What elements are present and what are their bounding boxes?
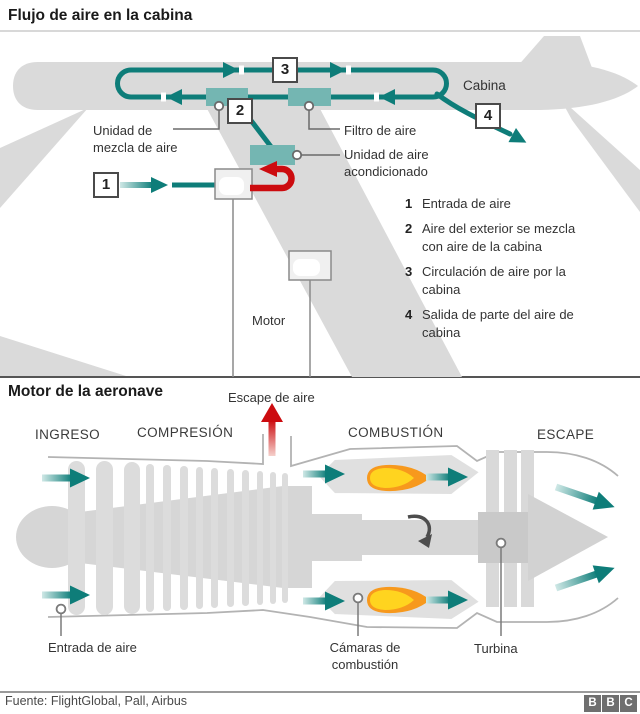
shaft-step [310,514,362,561]
exhaust-cone [528,494,608,581]
callout-dots [213,100,315,161]
top-section-title: Flujo de aire en la cabina [8,7,193,24]
badge-4: 4 [475,103,501,129]
engine-pylon-lines [232,198,311,377]
engine-boxes [214,168,332,281]
intake-arrow-bottom [42,585,90,605]
escape-air-arrow [261,403,283,456]
air-intake-label: Entrada de aire [48,640,137,655]
combustion-chambers-label: Cámaras de combustión [329,640,401,672]
intake-arrow-top [42,468,90,488]
mix-unit-label: Unidad de mezcla de aire [93,123,178,155]
exhaust-arrow-bottom [554,565,615,592]
stage-label-ingreso: INGRESO [35,427,101,442]
badge-1: 1 [93,172,119,198]
bbc-logo-b2: B [602,695,619,712]
tail-stabilizer [560,98,640,212]
nacelle-outline [47,434,619,629]
badge-2: 2 [227,98,253,124]
bottom-callout-lines [60,547,502,636]
ac-unit-box [250,145,295,165]
engine-label: Motor [252,313,286,328]
left-wing [0,108,88,208]
combustor-in-arrow-bottom [303,591,345,611]
stage-label-combustion: COMBUSTIÓN [348,425,444,440]
left-wing-tip [0,336,126,376]
stage-label-compresion: COMPRESIÓN [137,425,234,440]
footer-divider [0,691,640,693]
cabin-label: Cabina [463,78,506,93]
shaft [356,520,490,555]
legend-item-3: 3 Circulación de aire por la cabina [405,263,566,298]
cabin-exit-line [434,91,513,137]
callout-lines [173,110,340,156]
bleed-air-arrow [250,161,295,192]
bottom-section-title: Motor de la aeronave [8,383,164,400]
fan-blades [68,461,288,615]
combustor-out-arrow-bottom [426,590,468,610]
exhaust-arrow-top [554,483,615,510]
ac-unit-label: Unidad de aire acondicionado [344,147,429,179]
engine-box-1-blob [219,177,244,195]
legend-item-4: 4 Salida de parte del aire de cabina [405,306,574,341]
air-filter-box [288,88,331,106]
turbine-label: Turbina [474,641,518,656]
tail-fin [516,36,603,97]
source-credit: Fuente: FlightGlobal, Pall, Airbus [5,694,188,708]
escape-air-label: Escape de aire [228,390,315,405]
bottom-callout-dots [55,537,507,615]
air-filter-label: Filtro de aire [344,123,417,138]
stage-label-escape: ESCAPE [537,427,595,442]
flow-arrowheads [161,62,527,143]
rotation-arrow [407,514,432,548]
engine-flow-arrows [42,464,615,611]
cabin-airflow-loop [115,62,527,165]
engine-body [16,486,490,588]
legend-item-1: 1 Entrada de aire [405,196,511,211]
badge-3: 3 [272,57,298,83]
air-entry-arrow [120,177,217,193]
flame-top [367,464,430,492]
combustor-in-arrow-top [303,464,345,484]
bbc-logo-b1: B [584,695,601,712]
engine-cross-section [16,403,619,636]
legend-item-2: 2 Aire del exterior se mezcla con aire d… [405,220,576,255]
bbc-logo-c: C [620,695,637,712]
flame-bottom [367,586,430,614]
combustor-out-arrow-top [426,467,468,487]
engine-box-2-blob [293,259,320,276]
legend: 1 Entrada de aire 2 Aire del exterior se… [405,195,605,349]
